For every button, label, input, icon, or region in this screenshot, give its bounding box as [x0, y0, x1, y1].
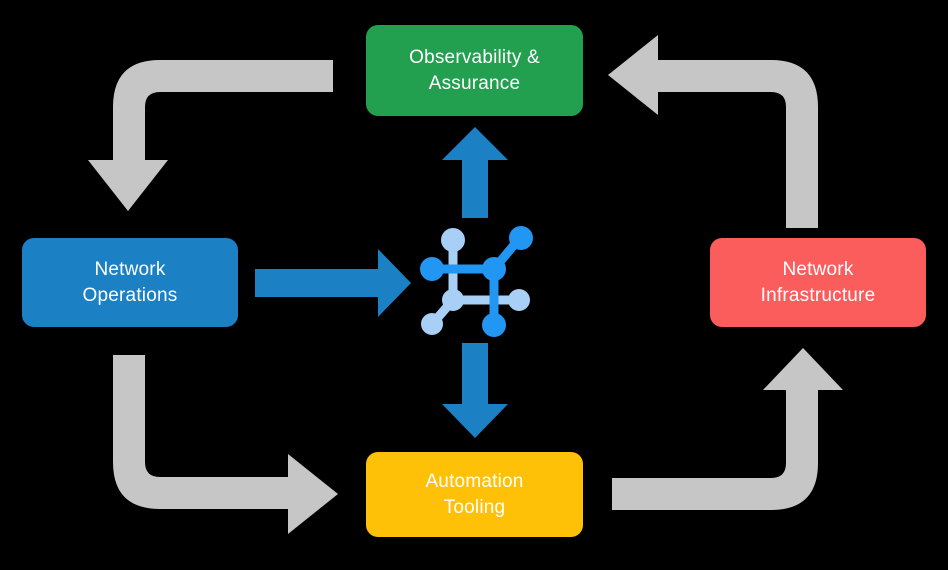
network-topology-icon[interactable] — [420, 226, 533, 337]
node-network-operations[interactable]: Network Operations — [22, 238, 238, 327]
arrow-infrastructure-to-observability — [608, 35, 818, 228]
arrow-operations-to-automation — [113, 355, 338, 534]
node-network-infrastructure[interactable]: Network Infrastructure — [710, 238, 926, 327]
arrow-operations-to-center — [255, 249, 411, 317]
network-icon-light-nodes — [421, 228, 530, 335]
arrow-center-to-automation — [442, 343, 508, 438]
node-automation-tooling[interactable]: Automation Tooling — [366, 452, 583, 537]
network-icon-dark-nodes — [420, 226, 533, 337]
arrow-automation-to-infrastructure — [612, 348, 843, 510]
arrow-observability-to-operations — [88, 60, 333, 211]
arrow-center-to-observability — [442, 127, 508, 218]
node-observability-assurance[interactable]: Observability & Assurance — [366, 25, 583, 116]
